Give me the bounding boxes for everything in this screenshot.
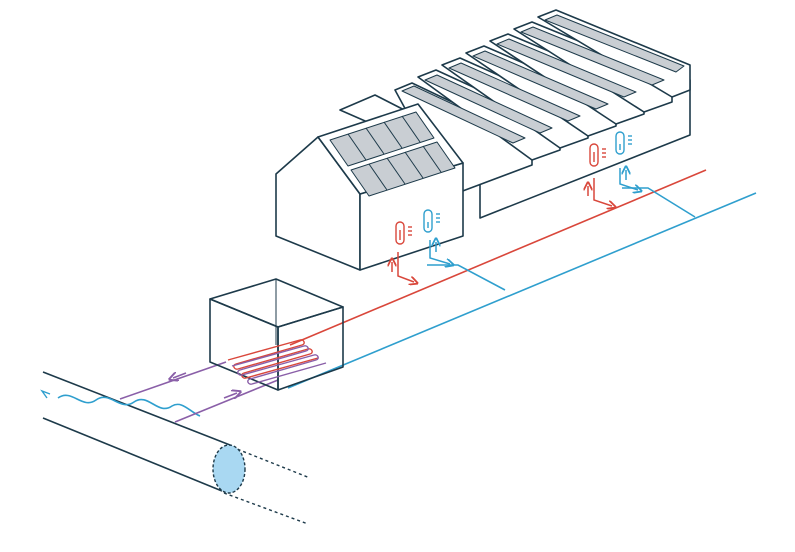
sewer-pipe-bottom-edge — [42, 417, 223, 492]
purple-pipe-top — [119, 361, 227, 400]
cold-return-main — [287, 192, 757, 389]
heat-exchanger-coil-icon — [227, 339, 327, 385]
purple-arrow-left-icon — [173, 373, 187, 378]
hot-supply-main — [289, 169, 707, 346]
heat-exchanger-box — [209, 278, 344, 391]
solar-panel-icon — [401, 85, 526, 144]
sewer-pipe-top-edge — [42, 371, 231, 446]
house-hot-riser — [397, 252, 414, 282]
solar-panel-icon — [520, 26, 665, 86]
factory-solar-arrays — [401, 14, 685, 144]
factory-hot-riser — [593, 178, 612, 206]
wastewater-flow-wave — [57, 394, 201, 417]
thermometer-hot-icon — [395, 221, 412, 245]
factory-building — [394, 9, 691, 219]
purple-arrow-right-icon — [223, 393, 237, 398]
thermometer-cold-icon — [615, 131, 632, 155]
sewer-pipe — [40, 371, 311, 525]
factory-connection — [588, 168, 638, 206]
factory-cold-riser — [619, 168, 638, 190]
sewer-pipe-opening — [212, 444, 246, 494]
solar-panel-icon — [496, 38, 637, 98]
exchanger-links — [119, 361, 279, 423]
thermometer-hot-icon — [589, 143, 606, 167]
sewer-pipe-extension-top — [231, 446, 311, 479]
cold-branch-factory — [622, 187, 696, 218]
house-solar-array — [329, 111, 456, 197]
solar-panel-icon — [472, 50, 609, 110]
thermometer-cold-icon — [423, 209, 440, 233]
house-connection — [392, 240, 450, 282]
sewer-pipe-extension-bottom — [223, 492, 309, 525]
solar-panel-icon — [424, 74, 553, 134]
cold-branch-house — [427, 264, 506, 291]
wastewater-flow-arrow-icon — [40, 389, 51, 399]
solar-panel-icon — [544, 14, 685, 73]
house-cold-riser — [429, 240, 450, 264]
solar-panel-icon — [448, 62, 581, 122]
purple-pipe-bottom — [174, 379, 279, 423]
house-building — [275, 94, 464, 271]
